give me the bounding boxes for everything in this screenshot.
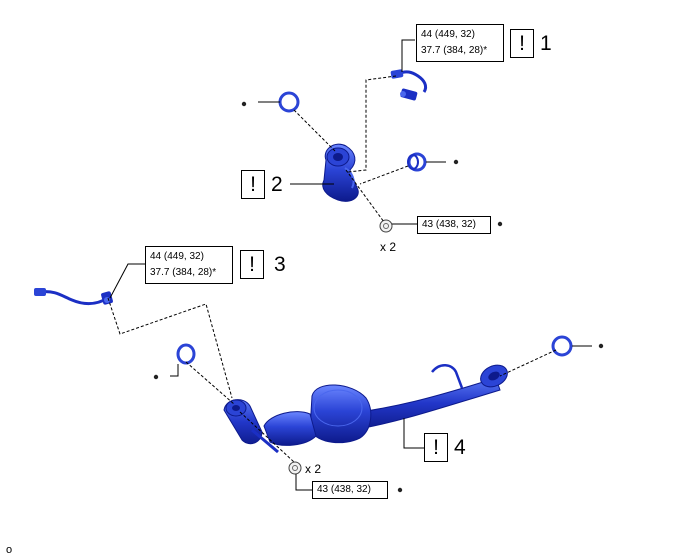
- lower-right-gasket: [551, 335, 604, 357]
- warning-mark-1: !: [510, 29, 534, 58]
- upper-gasket: [241, 91, 300, 113]
- torque-callout-3-line1: 44 (449, 32): [150, 251, 204, 262]
- assembly-dashed-lines: [107, 75, 557, 463]
- upper-right-gasket: [407, 152, 459, 172]
- lower-nut: [288, 461, 302, 475]
- warning-mark-3: !: [240, 250, 264, 279]
- corner-mark: o: [6, 544, 13, 556]
- lower-left-gasket: [153, 343, 196, 380]
- torque-callout-1-line1: 44 (449, 32): [421, 29, 475, 40]
- exhaust-pipe-catalyst: [223, 364, 508, 454]
- leader-lines: [109, 39, 503, 493]
- warning-mark-2: !: [241, 170, 265, 199]
- part-number-2: 2: [271, 173, 283, 196]
- torque-callout-nut-lower: 43 (438, 32): [312, 481, 388, 499]
- lower-oxygen-sensor: [34, 288, 113, 306]
- part-number-4: 4: [454, 436, 466, 459]
- torque-callout-3-line2: 37.7 (384, 28)*: [150, 267, 217, 278]
- part-number-3: 3: [274, 253, 286, 276]
- upper-exhaust-manifold: [322, 143, 359, 202]
- torque-callout-3: 44 (449, 32) 37.7 (384, 28)*: [145, 246, 233, 284]
- torque-callout-1-line2: 37.7 (384, 28)*: [421, 45, 488, 56]
- torque-callout-1: 44 (449, 32) 37.7 (384, 28)*: [416, 24, 504, 62]
- upper-nut: [379, 219, 393, 233]
- upper-oxygen-sensor: [390, 69, 428, 101]
- warning-mark-4: !: [424, 433, 448, 462]
- quantity-lower: x 2: [305, 462, 322, 476]
- torque-callout-nut-upper: 43 (438, 32): [417, 216, 491, 234]
- part-number-1: 1: [540, 32, 552, 55]
- quantity-upper: x 2: [380, 240, 397, 254]
